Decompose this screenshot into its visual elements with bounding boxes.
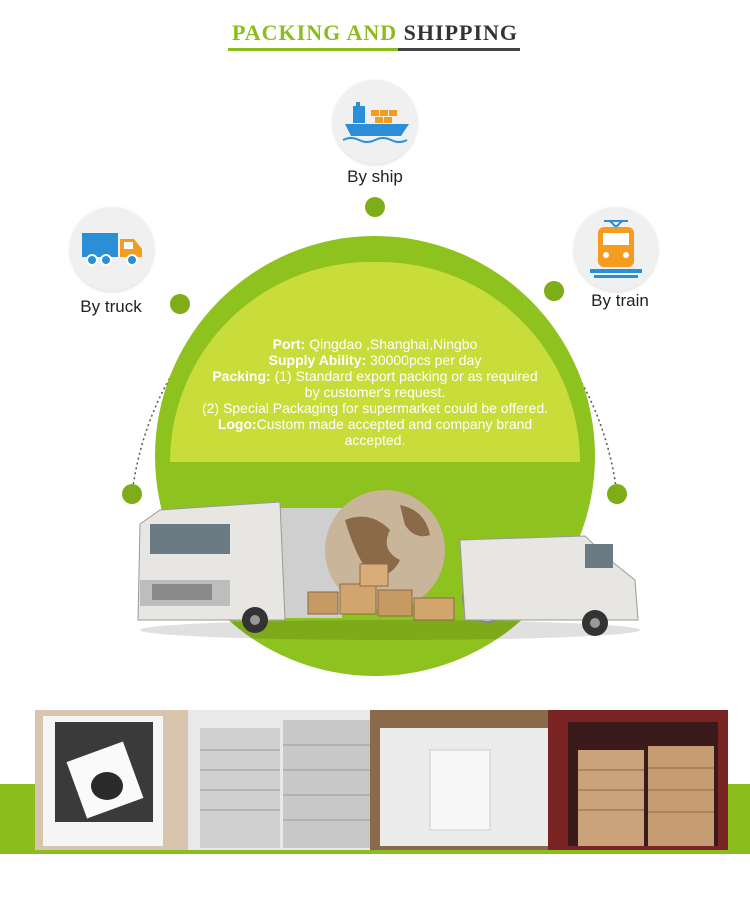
arc-dot-left-lower <box>122 484 142 504</box>
arc-dot-left-upper <box>170 294 190 314</box>
title-underline-green <box>228 48 398 51</box>
arc-dot-right-upper <box>544 281 564 301</box>
packing-line: Packing: (1) Standard export packing or … <box>212 368 538 384</box>
title-part-1: PACKING AND <box>231 20 398 45</box>
train-label: By train <box>591 291 649 310</box>
ship-label: By ship <box>347 167 403 186</box>
packing-photo-1 <box>35 710 203 850</box>
packing-photo-4 <box>548 710 728 850</box>
packing-photo-2 <box>188 710 383 850</box>
ship-icon <box>333 80 417 164</box>
supply-line: Supply Ability: 30000pcs per day <box>268 352 482 368</box>
packing-line-3: (2) Special Packaging for supermarket co… <box>201 400 549 416</box>
packing-photo-3 <box>370 710 564 850</box>
logistics-scene-image <box>137 490 640 640</box>
truck-label: By truck <box>80 297 142 316</box>
train-icon <box>574 207 658 291</box>
section-title: PACKING AND SHIPPING <box>0 20 750 46</box>
shipping-info: Port: Qingdao ,Shanghai,Ningbo Supply Ab… <box>170 336 580 448</box>
packing-line-2: by customer's request. <box>304 384 446 400</box>
logo-line-2: accepted. <box>344 432 406 448</box>
truck-icon <box>70 207 154 291</box>
title-part-2: SHIPPING <box>403 20 519 45</box>
arc-dot-top <box>365 197 385 217</box>
port-line: Port: Qingdao ,Shanghai,Ningbo <box>272 336 478 352</box>
logo-line: Logo:Custom made accepted and company br… <box>217 416 533 432</box>
arc-dot-right-lower <box>607 484 627 504</box>
title-underline-dark <box>398 48 520 51</box>
